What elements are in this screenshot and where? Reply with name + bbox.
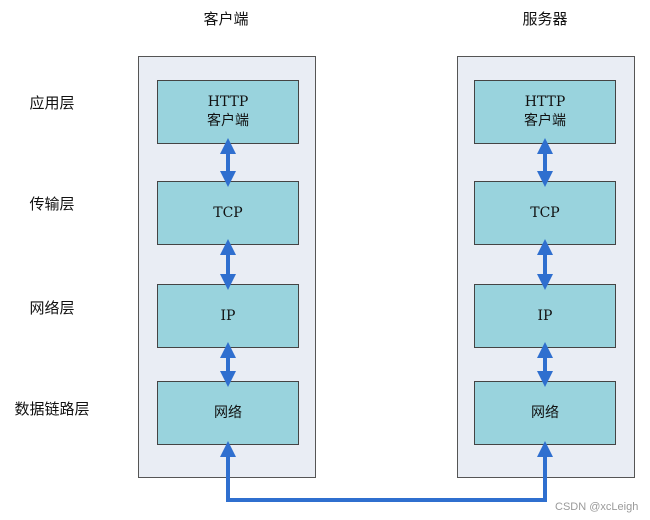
client-box-ip: IP [157,284,299,348]
server-title: 服务器 [522,10,568,28]
layer-label-application: 应用层 [29,94,75,112]
client-box-tcp: TCP [157,181,299,245]
server-box-ip: IP [474,284,616,348]
network-link-arrow [220,441,553,502]
watermark: CSDN @xcLeigh [555,501,639,513]
layer-label-datalink: 数据链路层 [14,400,90,418]
client-title: 客户端 [203,10,249,28]
layer-label-network: 网络层 [29,299,75,317]
server-box-tcp: TCP [474,181,616,245]
layer-label-transport: 传输层 [29,195,75,213]
server-box-http: HTTP 客户端 [474,80,616,144]
server-box-network: 网络 [474,381,616,445]
